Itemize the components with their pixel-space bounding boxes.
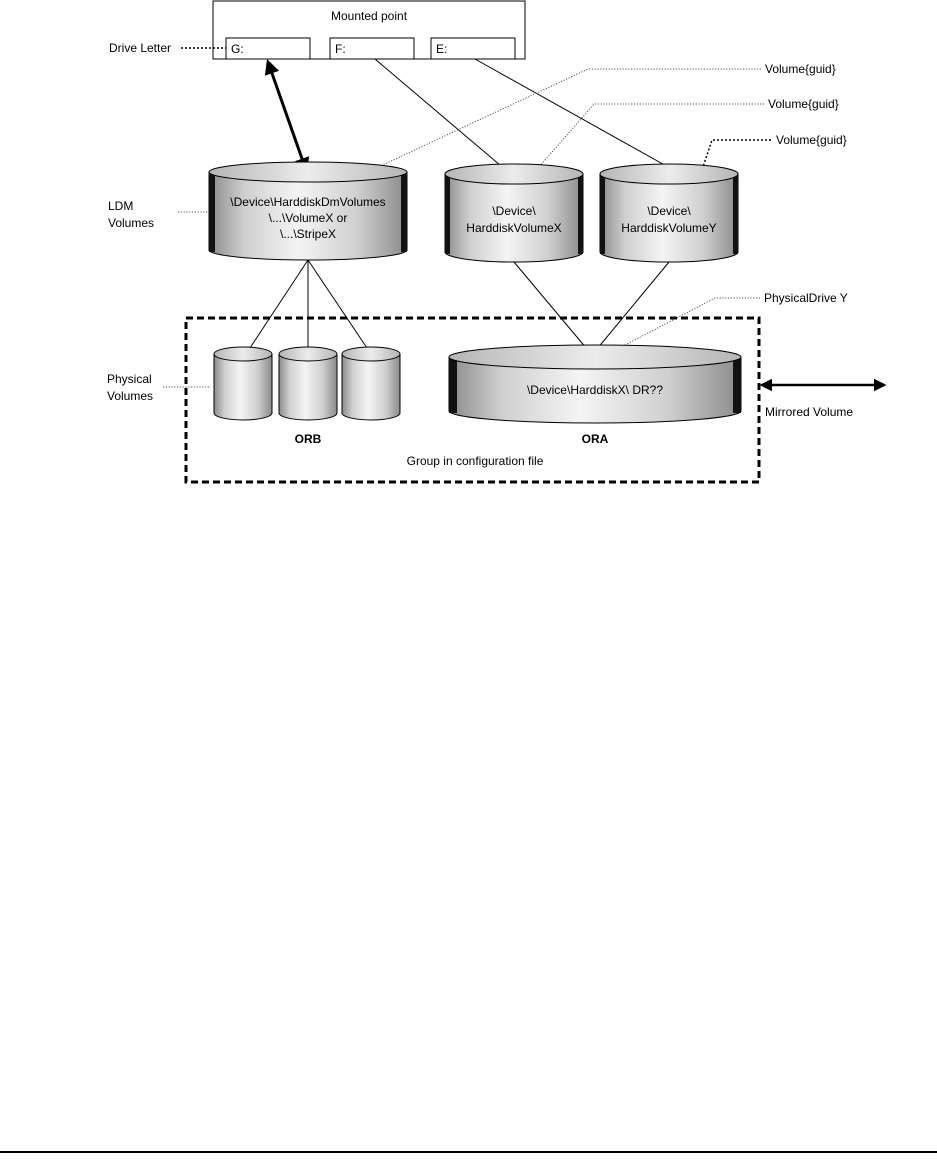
g-to-ldm-arrow xyxy=(264,59,310,173)
volume-x-line-1: \Device\ xyxy=(492,204,536,218)
volume-guid-leader-1 xyxy=(356,68,761,178)
ldm-cylinder-line-3: \...\StripeX xyxy=(280,227,336,241)
ldm-cylinder-line-2: \...\VolumeX or xyxy=(269,211,348,225)
mounted-point-box: Mounted point G: F: E: xyxy=(212,0,526,60)
e-to-volume-y-line xyxy=(474,58,687,178)
ora-label: ORA xyxy=(582,432,609,446)
volume-y-to-ora-line xyxy=(591,261,670,356)
volume-y-line-1: \Device\ xyxy=(647,204,691,218)
ldm-to-orb-line-3 xyxy=(307,259,372,355)
volume-guid-label-2: Volume{guid} xyxy=(768,97,839,111)
drive-slot-f xyxy=(329,37,415,60)
page-footer-rule xyxy=(0,1151,937,1153)
f-to-volume-x-line xyxy=(374,58,515,178)
drive-letter-e: E: xyxy=(436,42,447,56)
configuration-group-box xyxy=(184,316,761,484)
volume-guid-leader-3 xyxy=(699,139,771,177)
volume-y-line-2: HarddiskVolumeY xyxy=(621,221,716,235)
ldm-to-orb-line-1 xyxy=(245,259,309,355)
physical-drive-label: PhysicalDrive Y xyxy=(764,291,848,305)
ldm-volume-cylinder: \Device\HarddiskDmVolumes \...\VolumeX o… xyxy=(208,161,408,261)
physical-volumes-label-line2: Volumes xyxy=(107,389,153,403)
drive-letter-f: F: xyxy=(335,42,346,56)
volume-guid-label-3: Volume{guid} xyxy=(776,133,847,147)
orb-disk-1 xyxy=(213,346,273,421)
mounted-point-title: Mounted point xyxy=(331,9,408,23)
drive-slot-e xyxy=(430,37,516,60)
orb-disk-2 xyxy=(278,346,338,421)
harddisk-volume-x-cylinder: \Device\ HarddiskVolumeX xyxy=(444,163,584,263)
volume-guid-leader-2 xyxy=(530,103,764,177)
ldm-cylinder-line-1: \Device\HarddiskDmVolumes xyxy=(230,195,385,209)
harddisk-volume-y-cylinder: \Device\ HarddiskVolumeY xyxy=(599,163,739,263)
volume-x-line-2: HarddiskVolumeX xyxy=(466,221,561,235)
orb-disk-3 xyxy=(341,346,401,421)
mirrored-volume-label: Mirrored Volume xyxy=(765,405,853,419)
physical-drive-leader xyxy=(605,297,760,356)
ora-disk-text: \Device\HarddiskX\ DR?? xyxy=(527,383,663,397)
group-caption: Group in configuration file xyxy=(407,454,544,468)
physical-volumes-label: Physical xyxy=(107,372,152,386)
ldm-volumes-label-line2: Volumes xyxy=(108,216,154,230)
orb-label: ORB xyxy=(295,432,322,446)
drive-letter-g: G: xyxy=(231,42,244,56)
ldm-volumes-label: LDM xyxy=(108,199,133,213)
volume-guid-label-1: Volume{guid} xyxy=(765,62,836,76)
drive-letter-label: Drive Letter xyxy=(109,41,171,55)
volume-x-to-ora-line xyxy=(513,261,593,356)
ora-disk: \Device\HarddiskX\ DR?? xyxy=(448,344,742,424)
